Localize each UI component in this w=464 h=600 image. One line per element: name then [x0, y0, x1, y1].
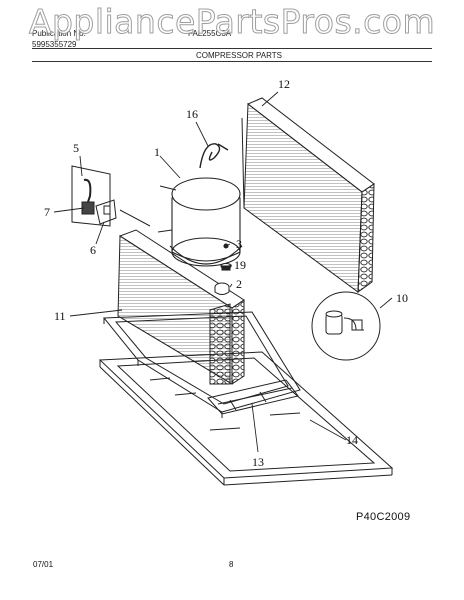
header-rule-top — [32, 48, 432, 49]
callout-5: 5 — [73, 141, 79, 155]
footer-date: 07/01 — [33, 560, 54, 569]
callout-2: 2 — [236, 277, 242, 291]
callout-14: 14 — [346, 433, 358, 447]
callout-3: 3 — [236, 237, 242, 251]
capacitor-detail — [311, 291, 381, 361]
coil-bracket — [207, 379, 299, 415]
grommet — [214, 282, 230, 295]
diagram-code: P40C2009 — [356, 511, 411, 523]
callout-7: 7 — [44, 205, 50, 219]
callout-12: 12 — [278, 77, 290, 91]
tubing — [199, 143, 229, 169]
publication-label: Publication No. — [32, 29, 86, 38]
callout-11: 11 — [54, 309, 66, 323]
header-rule — [32, 61, 432, 62]
compressor — [157, 177, 243, 271]
base-pan — [98, 351, 394, 486]
callout-numbers: 12 16 1 5 7 6 3 19 2 10 11 14 13 — [44, 77, 408, 469]
callout-10: 10 — [396, 291, 408, 305]
model-number: FAL255C3A — [188, 29, 232, 38]
overload-relay-assembly — [71, 165, 151, 227]
callout-1: 1 — [154, 145, 160, 159]
condenser-coil — [241, 97, 375, 294]
callout-19: 19 — [234, 258, 246, 272]
callout-13: 13 — [252, 455, 264, 469]
callout-16: 16 — [186, 107, 198, 121]
publication-number: 5995355729 — [32, 40, 77, 49]
section-title: COMPRESSOR PARTS — [196, 51, 282, 60]
leader-lines — [53, 91, 393, 453]
page-number: 8 — [229, 560, 234, 569]
callout-6: 6 — [90, 243, 96, 257]
evaporator-coil — [117, 229, 245, 385]
